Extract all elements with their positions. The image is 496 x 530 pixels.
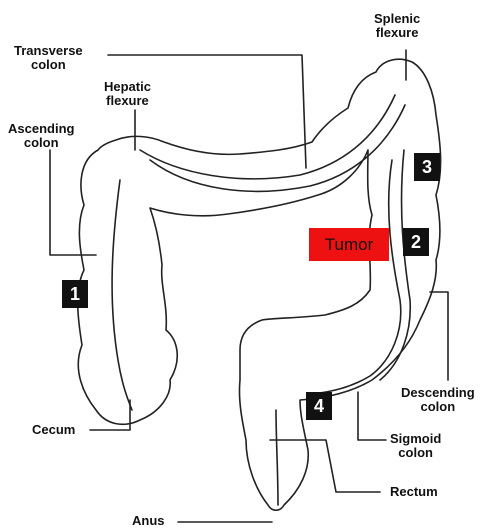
marker-2: 2 — [403, 228, 429, 256]
label-transverse-colon: Transverse colon — [14, 44, 83, 72]
tumor-highlight: Tumor — [309, 228, 389, 261]
marker-1: 1 — [62, 280, 88, 308]
label-anus: Anus — [132, 514, 165, 528]
label-sigmoid-colon: Sigmoid colon — [390, 432, 441, 460]
label-hepatic-flexure: Hepatic flexure — [104, 80, 151, 108]
leader-sigmoid — [358, 392, 386, 440]
tenia-transverse — [140, 95, 395, 179]
leader-descending — [430, 292, 448, 380]
label-cecum: Cecum — [32, 423, 75, 437]
tenia-ascending — [112, 180, 132, 410]
colon-outer-outline — [78, 59, 441, 510]
label-rectum: Rectum — [390, 485, 438, 499]
marker-3: 3 — [414, 153, 440, 181]
leader-rectum — [270, 440, 380, 492]
marker-4: 4 — [306, 392, 332, 420]
tenia-descending — [312, 160, 401, 394]
rectum-line — [276, 410, 278, 505]
leader-cecum — [90, 400, 130, 430]
leader-ascending — [50, 150, 96, 255]
label-ascending-colon: Ascending colon — [8, 122, 74, 150]
label-splenic-flexure: Splenic flexure — [374, 12, 420, 40]
label-descending-colon: Descending colon — [401, 386, 475, 414]
